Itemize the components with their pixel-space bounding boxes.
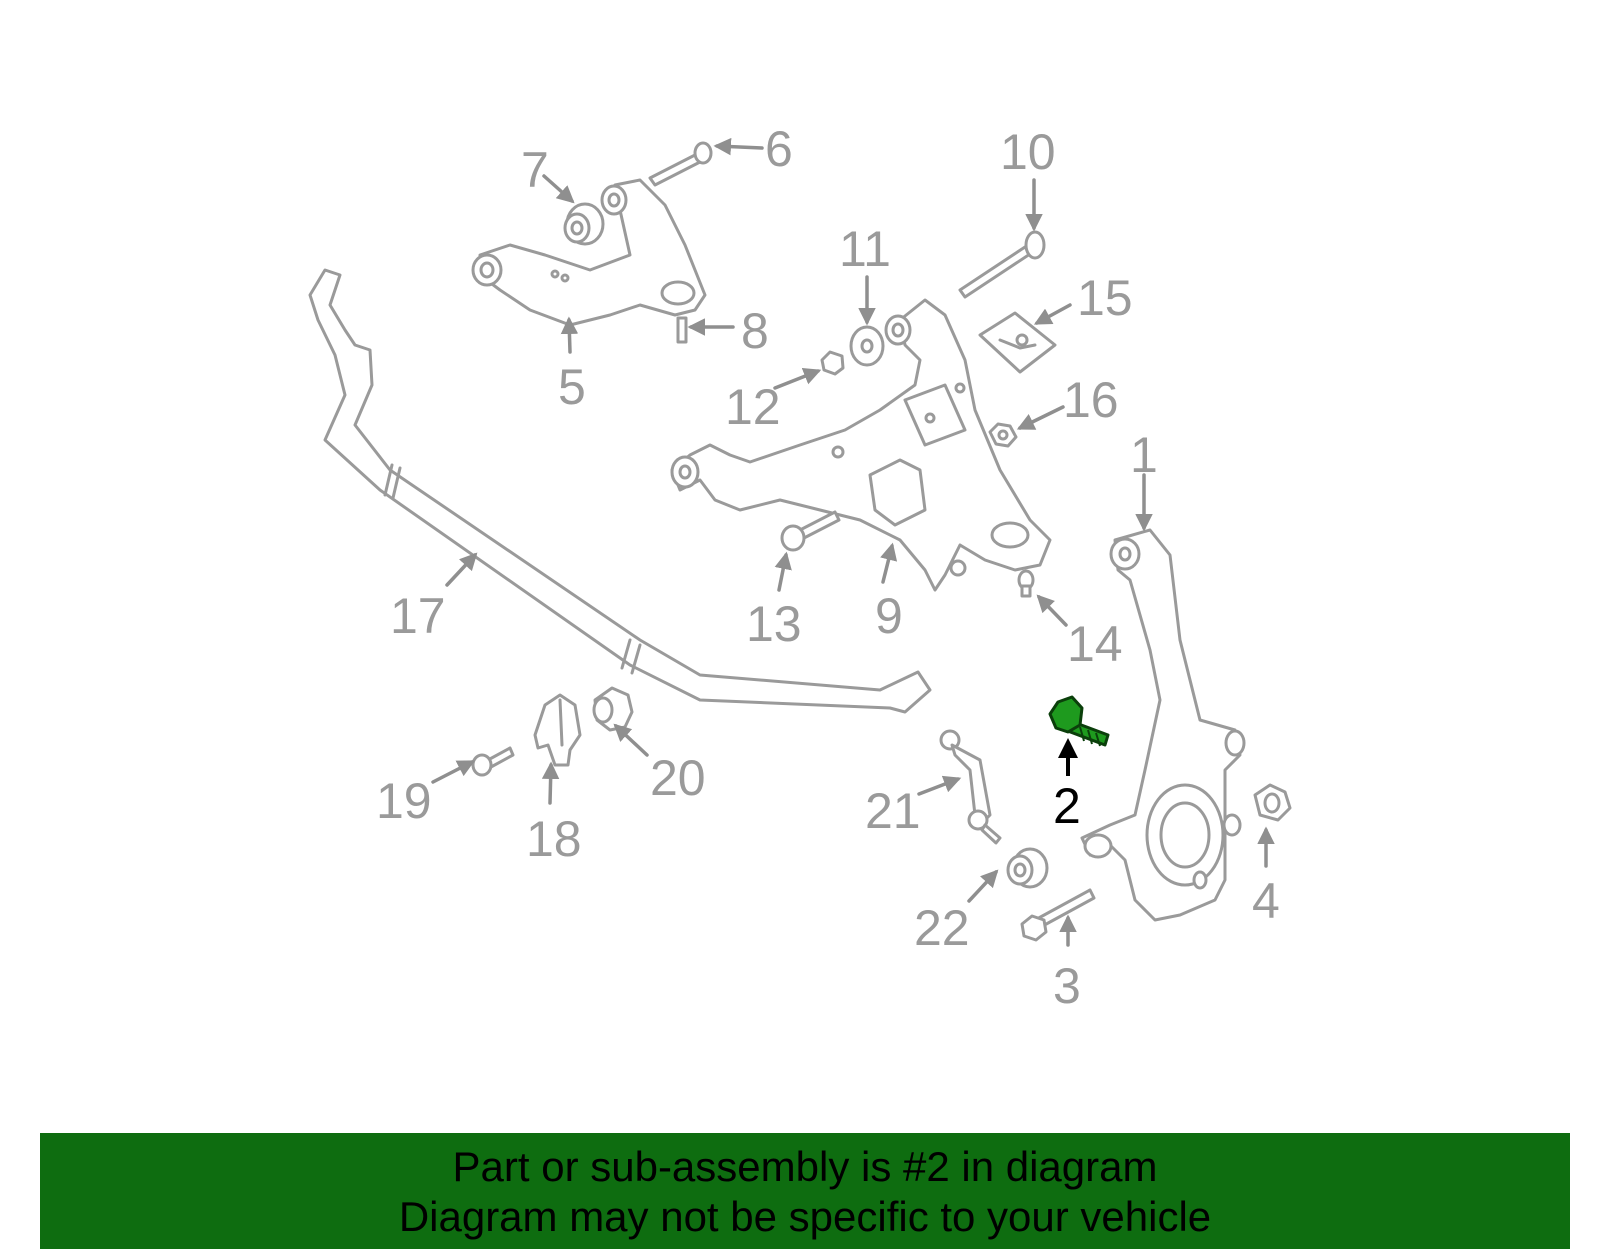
bolt-part-13[interactable] — [780, 510, 841, 552]
ball-joint-stud-part-14[interactable] — [1017, 569, 1035, 598]
callout-11: 11 — [839, 221, 891, 277]
callout-19: 19 — [376, 773, 432, 829]
callout-15: 15 — [1077, 270, 1133, 326]
callout-13: 13 — [746, 596, 802, 652]
callout-8: 8 — [741, 303, 769, 359]
bushing-part-22[interactable] — [1006, 847, 1049, 889]
bolt-part-3[interactable] — [1020, 888, 1096, 942]
callout-20: 20 — [650, 750, 706, 806]
highlighted-bolt-part-2[interactable] — [1048, 695, 1110, 747]
stabilizer-bar-part[interactable] — [308, 268, 932, 714]
bolt-part-19[interactable] — [471, 746, 515, 777]
callout-21: 21 — [865, 783, 921, 839]
callout-9: 9 — [875, 588, 903, 644]
lower-arm-bolt-part[interactable] — [958, 230, 1046, 299]
banner-line-disclaimer: Diagram may not be specific to your vehi… — [398, 1193, 1212, 1240]
callout-7: 7 — [521, 142, 549, 198]
callout-2: 2 — [1053, 778, 1081, 834]
lower-control-arm-part[interactable] — [670, 298, 1052, 592]
info-banner: Part or sub-assembly is #2 in diagram Di… — [40, 1133, 1570, 1249]
steering-knuckle-part[interactable] — [1080, 528, 1246, 922]
callout-18: 18 — [526, 811, 582, 867]
callout-12: 12 — [725, 379, 781, 435]
callout-labels: 1 2 3 4 5 6 7 8 9 10 11 12 13 14 15 16 1… — [376, 121, 1280, 1014]
leader-arrows — [431, 137, 1275, 947]
bushing-part-7[interactable] — [563, 202, 605, 246]
nut-part-4[interactable] — [1253, 783, 1292, 822]
callout-16: 16 — [1063, 372, 1119, 428]
callout-17: 17 — [390, 588, 446, 644]
callout-3: 3 — [1053, 958, 1081, 1014]
banner-line-part-number: Part or sub-assembly is #2 in diagram — [452, 1143, 1158, 1190]
callout-22: 22 — [914, 900, 970, 956]
callout-14: 14 — [1067, 616, 1123, 672]
upper-control-arm-part[interactable] — [471, 178, 707, 327]
plate-part-15[interactable] — [978, 311, 1057, 374]
bushing-part-20[interactable] — [592, 686, 634, 732]
callout-1: 1 — [1130, 427, 1158, 483]
stabilizer-link-part[interactable] — [939, 729, 1002, 845]
nut-part-16[interactable] — [988, 422, 1018, 448]
ball-joint-stud-part-8[interactable] — [676, 316, 688, 344]
callout-10: 10 — [1000, 124, 1056, 180]
callout-6: 6 — [765, 121, 793, 177]
callout-5: 5 — [558, 359, 586, 415]
bracket-part-18[interactable] — [533, 693, 582, 767]
upper-arm-bolt-part[interactable] — [648, 141, 713, 187]
callout-4: 4 — [1252, 873, 1280, 929]
washer-part-11[interactable] — [849, 325, 885, 367]
nut-part-12[interactable] — [820, 350, 845, 376]
